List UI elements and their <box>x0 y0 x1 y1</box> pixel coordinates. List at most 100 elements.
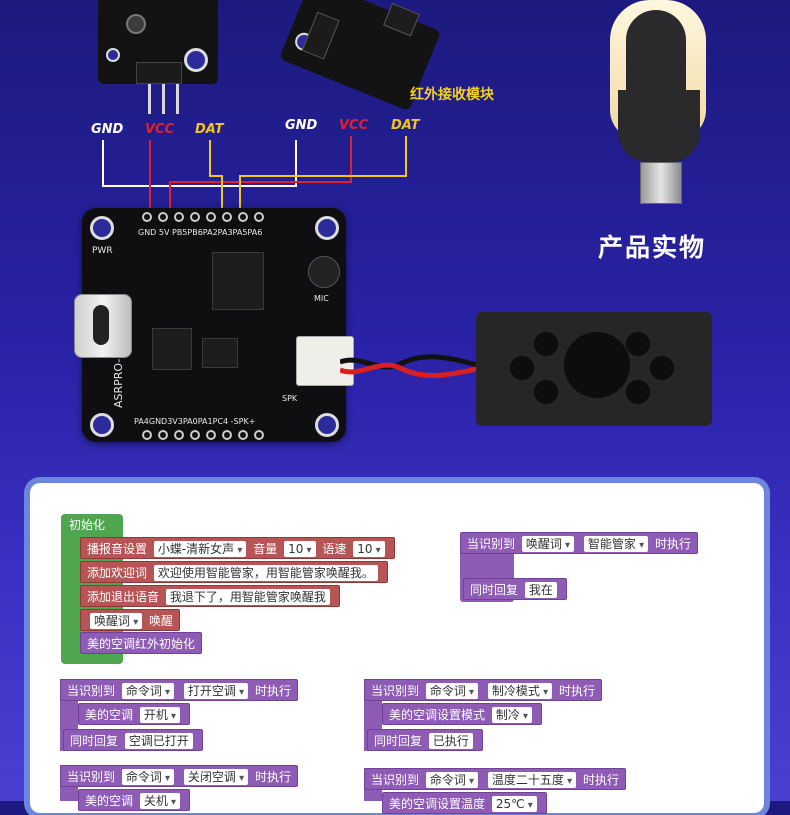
ac-ir-init-label: 美的空调红外初始化 <box>87 637 196 651</box>
when-label: 当识别到 <box>371 773 420 787</box>
voice-setting-label: 播报音设置 <box>87 542 148 556</box>
type-dropdown[interactable]: 命令词 <box>121 769 175 785</box>
when-label: 当识别到 <box>371 684 420 698</box>
ac-mode-label: 美的空调设置模式 <box>389 708 486 722</box>
reply-block[interactable]: 同时回复 已执行 <box>367 729 483 751</box>
dat-label: DAT <box>195 122 224 137</box>
welcome-text-input[interactable]: 欢迎使用智能管家，用智能管家唤醒我。 <box>153 565 378 581</box>
ac-temp-dropdown[interactable]: 25℃ <box>491 796 537 812</box>
chip-icon <box>152 328 192 370</box>
product-device-icon <box>610 0 710 162</box>
ir-led-icon <box>126 14 146 34</box>
exec-label: 时执行 <box>254 684 291 698</box>
ac-action-block[interactable]: 美的空调 开机 <box>78 703 191 725</box>
on-event-header[interactable]: 当识别到 命令词 打开空调 时执行 <box>60 679 298 701</box>
word-dropdown[interactable]: 打开空调 <box>183 683 249 699</box>
gnd-label: GND <box>91 122 124 137</box>
exec-label: 时执行 <box>582 773 619 787</box>
chip-icon <box>212 252 264 310</box>
pwr-label: PWR <box>92 246 113 256</box>
type-dropdown[interactable]: 命令词 <box>425 772 479 788</box>
pin-header <box>136 62 182 84</box>
exec-label: 时执行 <box>254 770 291 784</box>
type-dropdown[interactable]: 命令词 <box>425 683 479 699</box>
gnd-label: GND <box>285 118 318 133</box>
when-label: 当识别到 <box>467 537 516 551</box>
type-dropdown[interactable]: 唤醒词 <box>521 536 575 552</box>
mic-icon <box>308 256 340 288</box>
word-dropdown[interactable]: 制冷模式 <box>487 683 553 699</box>
word-dropdown[interactable]: 智能管家 <box>583 536 649 552</box>
wake-word-block[interactable]: 唤醒词 唤醒 <box>80 609 181 631</box>
pin-row-top <box>142 212 286 224</box>
mount-hole-icon <box>90 413 114 437</box>
word-dropdown[interactable]: 关闭空调 <box>183 769 249 785</box>
pin-row-bottom <box>142 430 302 440</box>
ac-action-block[interactable]: 美的空调 关机 <box>78 789 191 811</box>
volume-dropdown[interactable]: 10 <box>284 541 316 557</box>
type-dropdown[interactable]: 命令词 <box>121 683 175 699</box>
speed-dropdown[interactable]: 10 <box>353 541 385 557</box>
ac-mode-block[interactable]: 美的空调设置模式 制冷 <box>382 703 543 725</box>
mount-hole-icon <box>106 48 120 62</box>
exec-label: 时执行 <box>558 684 595 698</box>
exit-text-input[interactable]: 我退下了，用智能管家唤醒我 <box>165 589 330 605</box>
reply-input[interactable]: 已执行 <box>428 733 473 749</box>
exec-label: 时执行 <box>654 537 691 551</box>
top-pin-labels: GND 5V PB5PB6PA2PA3PA5PA6 <box>138 228 263 237</box>
wake-label: 唤醒 <box>149 614 174 628</box>
init-header: 初始化 <box>63 514 112 536</box>
reply-block[interactable]: 同时回复 我在 <box>463 578 567 600</box>
welcome-label: 添加欢迎词 <box>87 566 148 580</box>
mount-hole-icon <box>90 216 114 240</box>
reply-label: 同时回复 <box>374 734 423 748</box>
ac-action-dropdown[interactable]: 关机 <box>139 793 181 809</box>
ac-action-dropdown[interactable]: 开机 <box>139 707 181 723</box>
exit-voice-label: 添加退出语音 <box>87 590 160 604</box>
ac-action-label: 美的空调 <box>85 708 134 722</box>
module-title: 红外接收模块 <box>410 87 494 103</box>
voice-setting-block[interactable]: 播报音设置 小蝶-清新女声 音量 10 语速 10 <box>80 537 395 559</box>
mount-hole-icon <box>184 48 208 72</box>
reply-label: 同时回复 <box>470 583 519 597</box>
product-usb-plug-icon <box>640 162 682 204</box>
mount-hole-icon <box>315 413 339 437</box>
cool-event-header[interactable]: 当识别到 命令词 制冷模式 时执行 <box>364 679 602 701</box>
reply-label: 同时回复 <box>70 734 119 748</box>
welcome-block[interactable]: 添加欢迎词 欢迎使用智能管家，用智能管家唤醒我。 <box>80 561 388 583</box>
temp-event-header[interactable]: 当识别到 命令词 温度二十五度 时执行 <box>364 768 626 790</box>
reply-block[interactable]: 同时回复 空调已打开 <box>63 729 203 751</box>
bottom-pin-labels: PA4GND3V3PA0PA1PC4 -SPK+ <box>134 417 256 426</box>
off-event-header[interactable]: 当识别到 命令词 关闭空调 时执行 <box>60 765 298 787</box>
when-label: 当识别到 <box>67 770 116 784</box>
pin-legs <box>146 84 186 114</box>
reply-input[interactable]: 空调已打开 <box>124 733 193 749</box>
dat-label: DAT <box>391 118 420 133</box>
volume-label: 音量 <box>253 542 278 556</box>
mic-label: MIC <box>314 294 329 303</box>
ac-ir-init-block[interactable]: 美的空调红外初始化 <box>80 632 203 654</box>
spk-label: SPK <box>282 394 298 403</box>
vcc-label: VCC <box>339 118 369 133</box>
reply-input[interactable]: 我在 <box>524 582 557 598</box>
wake-event-header[interactable]: 当识别到 唤醒词 智能管家 时执行 <box>460 532 698 554</box>
ac-temp-block[interactable]: 美的空调设置温度 25℃ <box>382 792 547 814</box>
usb-c-port-icon <box>74 294 132 358</box>
voice-dropdown[interactable]: 小蝶-清新女声 <box>153 541 247 557</box>
ac-temp-label: 美的空调设置温度 <box>389 797 486 811</box>
ir-transmitter-module <box>98 0 218 84</box>
wiring-diagram <box>102 136 407 210</box>
mount-hole-icon <box>315 216 339 240</box>
product-label: 产品实物 <box>598 233 707 262</box>
speaker-wires <box>340 354 481 378</box>
wake-word-dropdown[interactable]: 唤醒词 <box>90 613 143 629</box>
exit-voice-block[interactable]: 添加退出语音 我退下了，用智能管家唤醒我 <box>80 585 340 607</box>
speaker-icon <box>476 312 712 426</box>
vcc-label: VCC <box>145 122 175 137</box>
chip-icon <box>202 338 238 368</box>
word-dropdown[interactable]: 温度二十五度 <box>487 772 577 788</box>
when-label: 当识别到 <box>67 684 116 698</box>
speed-label: 语速 <box>322 542 347 556</box>
ac-mode-dropdown[interactable]: 制冷 <box>491 707 533 723</box>
ac-action-label: 美的空调 <box>85 794 134 808</box>
